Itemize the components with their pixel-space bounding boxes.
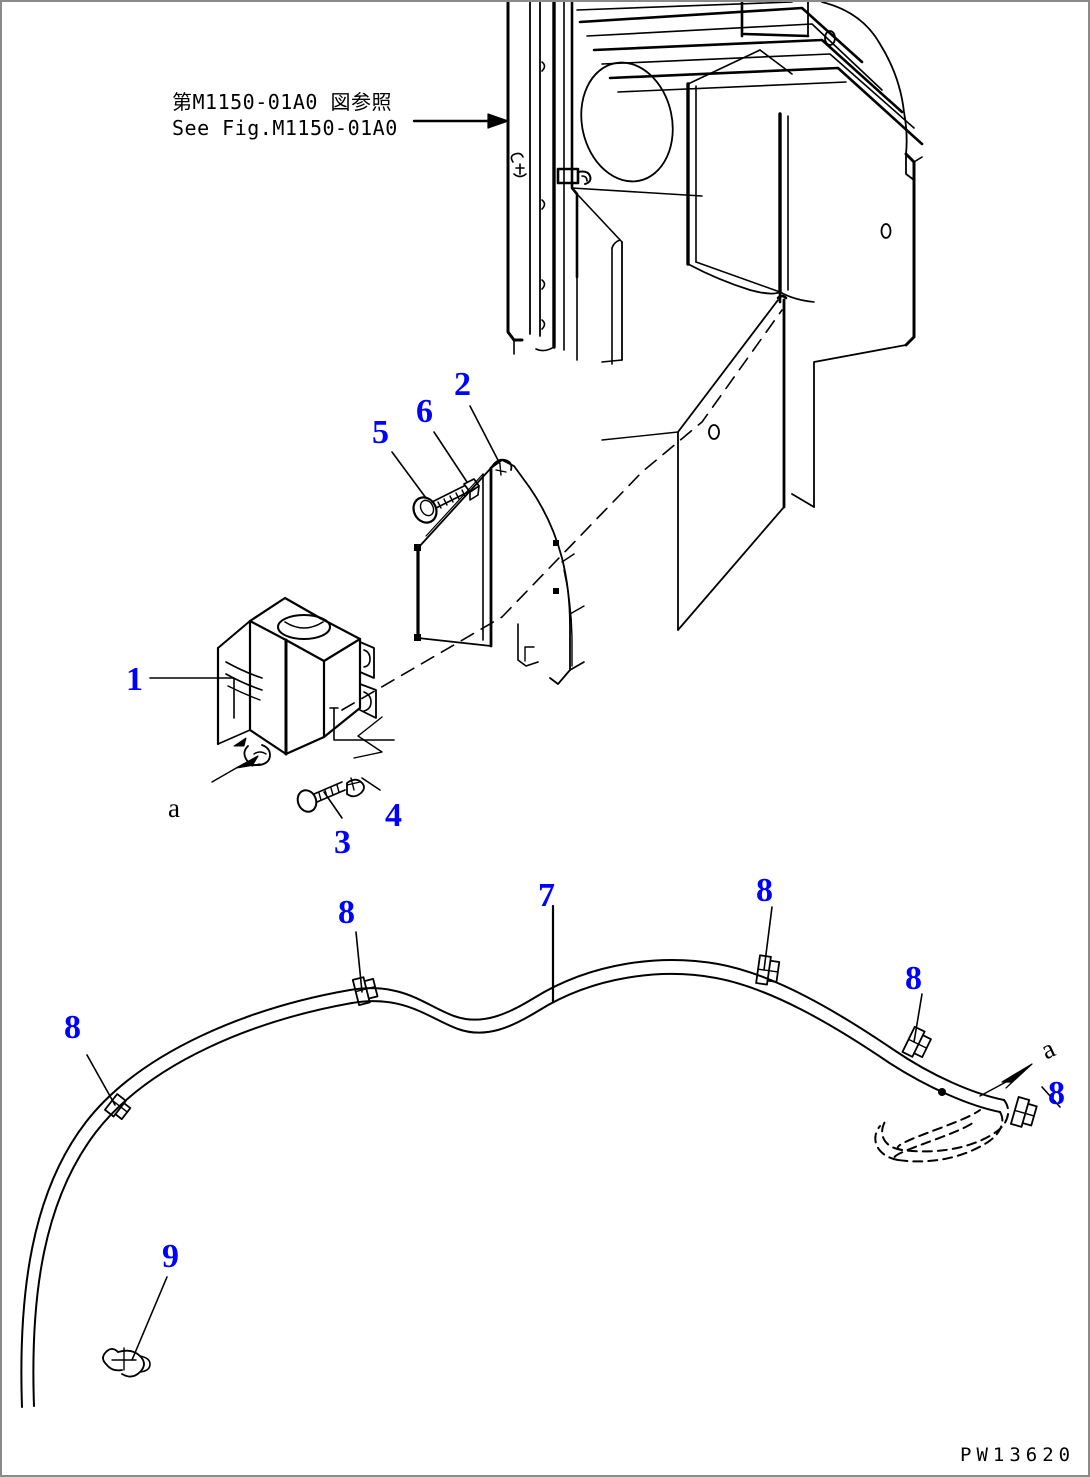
tank-mount-hardware [296, 707, 395, 813]
callout-5-bolt[interactable]: 5 [372, 414, 389, 451]
callout-8-clamp-mid-left[interactable]: 8 [338, 894, 355, 931]
assembly-connection-line [341, 309, 783, 711]
callout-3-bolt[interactable]: 3 [334, 824, 351, 861]
reference-arrow [412, 113, 509, 129]
hose-nozzle-fitting [102, 1347, 151, 1378]
callout-4-washer[interactable]: 4 [385, 797, 402, 834]
washer-hose [20, 959, 1010, 1408]
callout-8-clamp-mid-right[interactable]: 8 [756, 872, 773, 909]
callout-8-clamp-left[interactable]: 8 [64, 1009, 81, 1046]
machine-hood-assembly [506, 2, 924, 631]
callout-8-clamp-right[interactable]: 8 [905, 960, 922, 997]
mount-bracket-panel [414, 458, 585, 685]
callout-8-clamp-far-right[interactable]: 8 [1048, 1075, 1065, 1112]
drawing-code: PW13620 [960, 1444, 1076, 1466]
reference-note-jp: 第M1150-01A0 図参照 [172, 90, 392, 114]
callout-6-nut[interactable]: 6 [416, 393, 433, 430]
hose-clamps [104, 954, 1038, 1128]
bolt-and-nut-assembly [412, 478, 480, 524]
callout-7-washer-hose[interactable]: 7 [538, 877, 555, 914]
callout-leader-lines [86, 405, 1061, 1361]
reference-note-en: See Fig.M1150-01A0 [172, 116, 398, 140]
washer-tank [211, 596, 377, 783]
callout-1-washer-tank[interactable]: 1 [126, 661, 143, 698]
callout-2-bracket[interactable]: 2 [454, 366, 471, 403]
callout-9-nozzle[interactable]: 9 [162, 1238, 179, 1275]
section-marker-a-left: a [168, 793, 180, 823]
